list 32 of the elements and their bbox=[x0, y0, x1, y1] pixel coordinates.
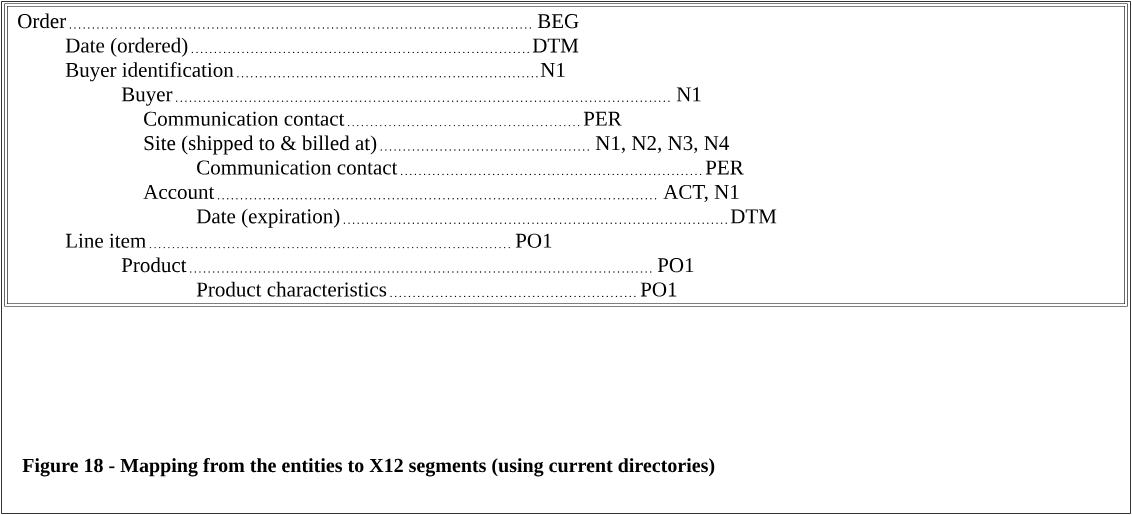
segment-code: BEG bbox=[537, 14, 579, 29]
entity-name: Order bbox=[18, 13, 66, 29]
segment-code: N1 bbox=[676, 87, 701, 102]
dot-leader bbox=[149, 246, 513, 249]
figure-caption: Figure 18 - Mapping from the entities to X12 segments (using current directories) bbox=[22, 457, 715, 477]
entity-name: Date (ordered) bbox=[65, 37, 188, 57]
entity-name: Date (expiration) bbox=[196, 208, 340, 228]
segment-code: ACT, N1 bbox=[663, 184, 739, 203]
entity-name: Buyer bbox=[121, 87, 173, 106]
entity-name: Communication contact bbox=[197, 160, 398, 175]
segment-code: N1, N2, N3, N4 bbox=[595, 136, 730, 154]
entity-name: Product characteristics bbox=[196, 281, 387, 297]
dot-leader bbox=[343, 222, 728, 224]
dot-leader bbox=[237, 76, 538, 78]
dot-leader bbox=[400, 173, 703, 176]
entity-name: Site (shipped to & billed at) bbox=[144, 135, 377, 155]
segment-code: PO1 bbox=[515, 233, 552, 248]
segment-code: PER bbox=[705, 160, 744, 175]
entity-name: Line item bbox=[65, 233, 146, 248]
dot-leader bbox=[347, 124, 581, 127]
entity-name: Account bbox=[143, 184, 215, 199]
segment-code: DTM bbox=[730, 209, 777, 224]
entity-name: Buyer identification bbox=[65, 62, 234, 82]
entity-name: Product bbox=[121, 257, 187, 273]
dot-leader bbox=[390, 295, 638, 298]
segment-code: PER bbox=[583, 111, 622, 126]
segment-code: PO1 bbox=[657, 258, 694, 273]
segment-code: N1 bbox=[540, 62, 565, 77]
segment-code: DTM bbox=[532, 38, 579, 53]
segment-code: PO1 bbox=[640, 282, 677, 297]
entity-name: Communication contact bbox=[144, 111, 345, 126]
dot-leader bbox=[191, 51, 530, 54]
